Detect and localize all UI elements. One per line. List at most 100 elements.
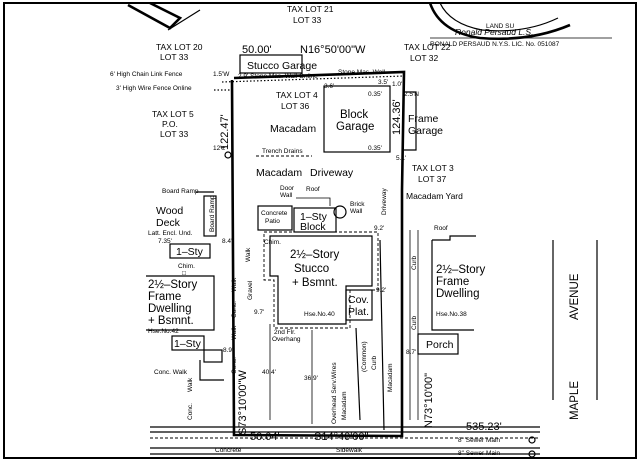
manhole-icon-2 [528,450,536,458]
svg-text:Block: Block [300,221,326,233]
dim-3-6: 3.6' [324,83,334,90]
lot-37: LOT 37 [418,174,446,184]
concrete-patio: Concrete Patio [257,205,293,231]
street-avenue: AVENUE [569,273,581,320]
signature-flourish-icon [127,1,201,31]
tax-lot-4: TAX LOT 4 [276,90,318,100]
dim-9-2-top: 9.2' [374,225,384,232]
chim-left-2: □ [182,270,186,277]
roof-top: Roof [306,186,320,193]
stone-wall-label: 2.9' Stone Mas. Wall Online [238,73,318,80]
house-number-42: Hse.No.42 [148,328,179,335]
tax-lot-22: TAX LOT 22 [404,42,451,52]
svg-text:Stucco Garage: Stucco Garage [247,60,317,72]
street-lines [150,426,540,455]
svg-text:Dwelling: Dwelling [148,303,191,315]
one-sty-left: 1–Sty [169,243,211,259]
lot-33-left: LOT 33 [160,52,188,62]
deck-note: Latt. Encl. Und. [148,230,193,237]
gravel-label: Gravel [247,280,254,300]
svg-text:Porch: Porch [426,339,454,351]
po-label: P.O. [162,119,178,129]
macadam-vertical-2: Macadam [341,391,348,420]
conc-2: Conc. [231,357,238,374]
fence-2-5n: 2.5'N [404,91,419,98]
svg-text:1–Sty: 1–Sty [300,211,328,223]
left-house: 2½–Story Frame Dwelling + Bsmnt. [146,275,215,331]
curb-2: Curb [371,356,378,370]
fence-chain-link: 6' High Chain Link Fence [110,71,183,78]
tax-lot-5: TAX LOT 5 [152,109,194,119]
tax-lot-3: TAX LOT 3 [412,163,454,173]
door-wall-bottom: Wall [280,192,293,199]
dim-40-4: 40.4' [262,369,276,376]
svg-text:1–Sty: 1–Sty [176,246,204,258]
dim-36-9: 36.9' [304,375,318,382]
lot-33-top: LOT 33 [293,15,321,25]
seal-text: LAND SU [486,23,514,30]
svg-text:Block: Block [340,109,368,121]
drawing-frame [3,2,637,459]
stucco-garage: Stucco Garage [239,54,317,74]
street-maple: MAPLE [569,381,581,420]
surveyor-signature: Ronald Persaud L.S. [455,27,533,37]
conc-walk: Conc. Walk [154,369,188,376]
right-house: 2½–Story Frame Dwelling [431,235,485,331]
chim-mid: Chim. [264,239,281,246]
ramp-box [203,195,217,237]
house-number-38: Hse.No.38 [436,311,467,318]
walk-4: Walk [187,377,194,392]
curb-3: Curb [411,316,418,330]
svg-text:Cov.: Cov. [348,294,369,306]
common-label: (Common) [361,341,368,372]
conc-1: Conc. [231,301,238,318]
svg-text:Frame: Frame [408,113,438,125]
bearing-right: N73°10'00" [423,373,435,428]
svg-text:Dwelling: Dwelling [436,288,479,300]
board-ramp-vertical: Board Ramp [209,195,216,232]
bearing-left: S73°10'00"W [237,370,249,435]
trench-drains: Trench Drains [262,148,303,155]
macadam-top: Macadam [270,123,316,135]
one-sty-block: 1–Sty Block [293,207,337,233]
dimension-top: 50.00' [242,44,272,56]
svg-text:+ Bsmnt.: + Bsmnt. [292,277,338,289]
frame-garage: Frame Garage [404,91,443,151]
roof-right: Roof [434,225,448,232]
concrete-label: Concrete [215,447,242,454]
sidewalk-label: Sidewalk [336,447,363,454]
svg-text:1–Sty: 1–Sty [174,338,202,350]
svg-text:+ Bsmnt.: + Bsmnt. [148,315,194,327]
dim-0-35-bottom: 0.35' [368,145,382,152]
svg-text:Garage: Garage [336,121,374,133]
lot-32: LOT 32 [410,53,438,63]
chim-left-1: Chim. [178,263,195,270]
dim-3-5: 3.5' [378,79,388,86]
marker-icon [224,151,232,159]
wood-deck-2: Deck [156,217,181,229]
dim-8-4: 8.4' [222,238,232,245]
left-steps [203,349,223,363]
brick-wall-top: Brick [350,201,365,208]
curb-1: Curb [411,256,418,270]
main-house: 2½–Story Stucco + Bsmnt. [263,231,379,329]
dimension-bottom: 50.04' [250,431,280,443]
porch: Porch [417,333,459,355]
dim-0-35-top: 0.35' [368,91,382,98]
svg-text:Stucco: Stucco [294,263,329,275]
dim-8-9: 8.9' [223,347,233,354]
svg-text:Plat.: Plat. [348,306,369,318]
fence-wire: 3' High Wire Fence Online [116,85,192,92]
property-boundary [230,70,406,438]
covered-platform: Cov. Plat. [345,289,373,321]
sewer-main-1: 8" Sewer Main [458,437,500,444]
sewer-main-2: 8" Sewer Main [458,450,500,457]
dimension-right: 124.36' [391,99,403,135]
svg-text:Frame: Frame [436,276,469,288]
dim-5-1: 5.1' [396,155,406,162]
svg-text:2½–Story: 2½–Story [148,279,197,291]
dim-1-0: 1.0' [392,81,402,88]
dim-12: 12'± [213,145,225,152]
walk-2: Walk [231,277,238,292]
